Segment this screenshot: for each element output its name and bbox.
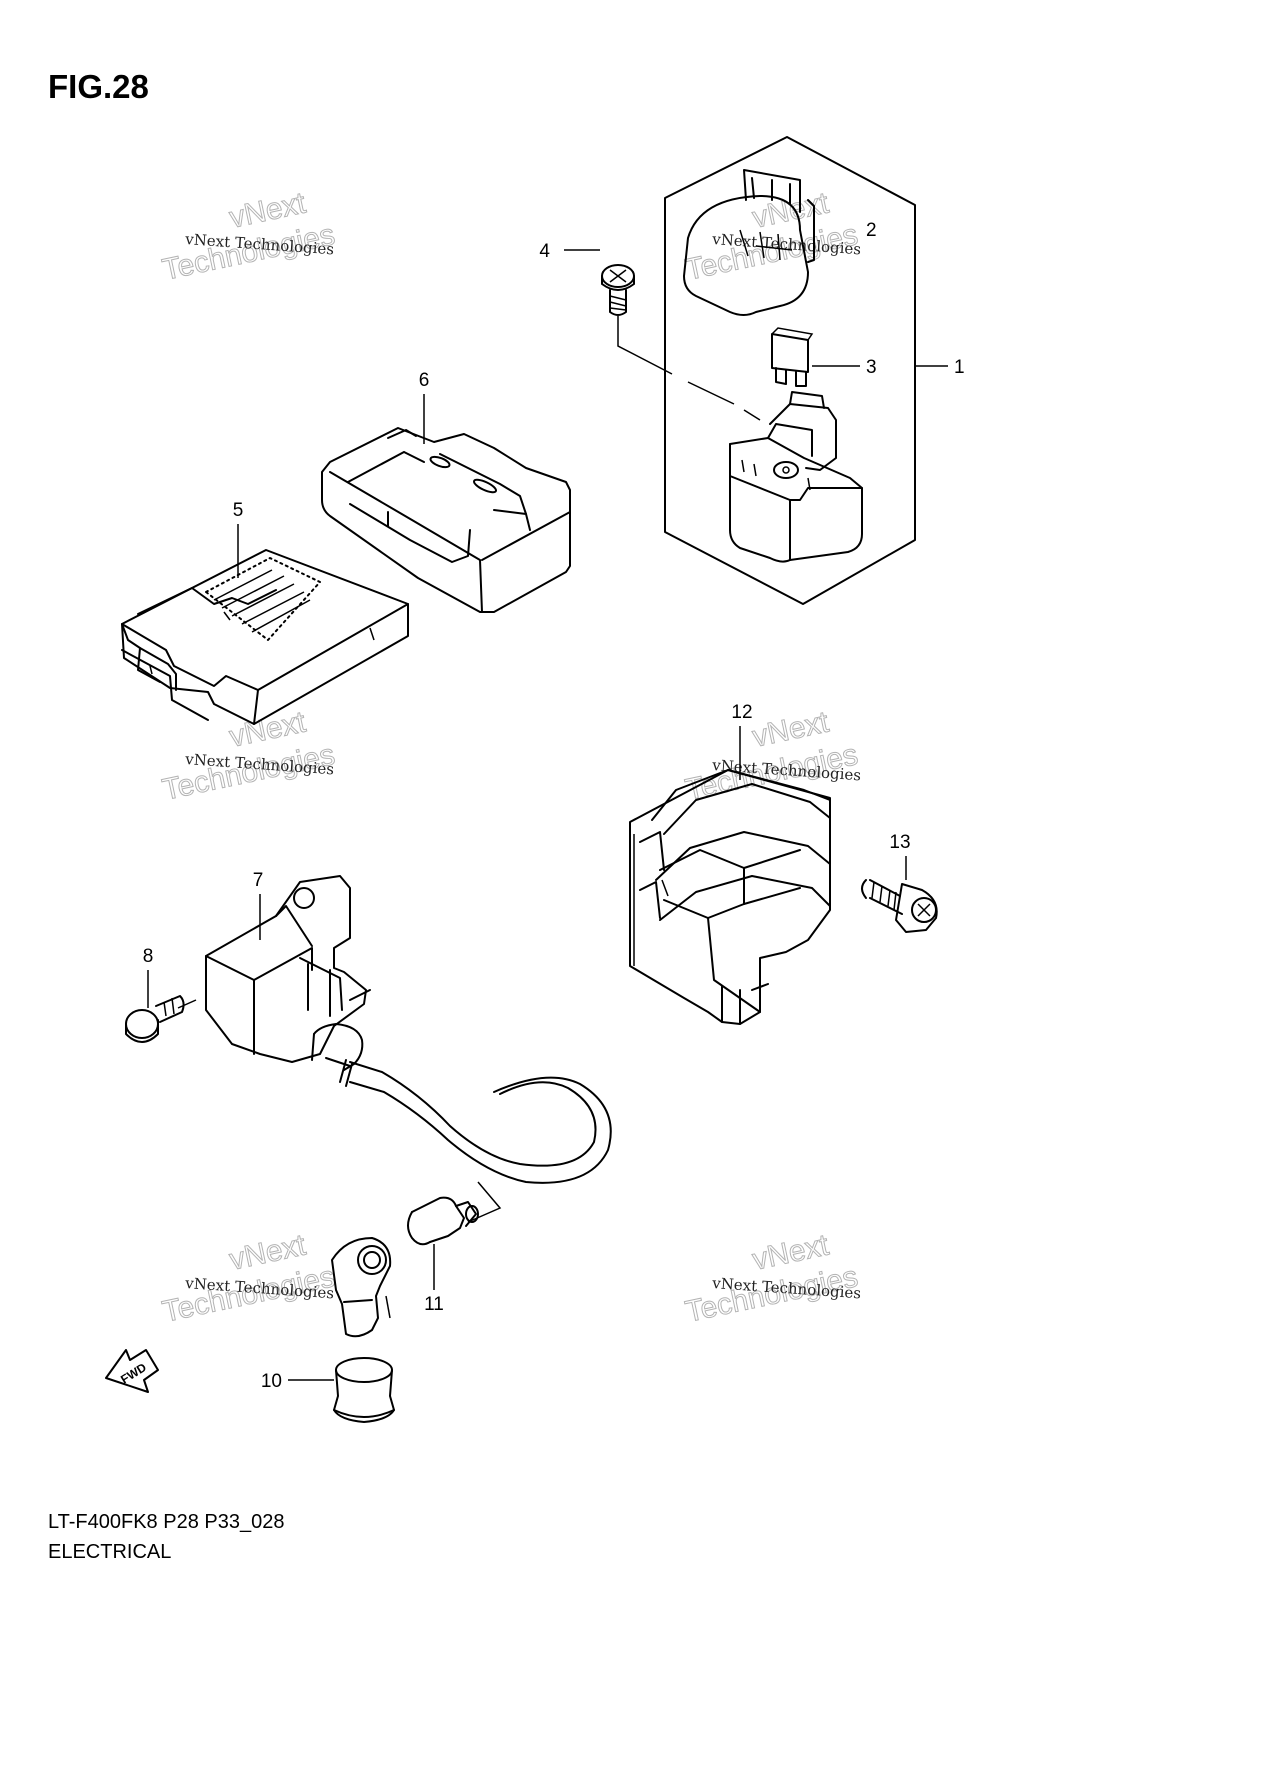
callout-4: 4 bbox=[539, 241, 550, 262]
screw-alignment-line bbox=[617, 316, 761, 421]
holder-part-6[interactable] bbox=[321, 427, 571, 613]
lead-to-cap-line bbox=[467, 1181, 502, 1223]
bolt-part-13[interactable] bbox=[861, 879, 938, 933]
plug-cap[interactable] bbox=[331, 1237, 392, 1338]
callout-10: 10 bbox=[261, 1371, 282, 1392]
ht-lead-outer bbox=[349, 1076, 612, 1184]
callout-8: 8 bbox=[143, 946, 154, 967]
ht-lead bbox=[349, 1061, 597, 1167]
relay-cover-part-2[interactable] bbox=[683, 169, 815, 316]
fuse-part-3[interactable] bbox=[771, 327, 814, 387]
watermark-5: vNext Technologies vNext Technologies bbox=[159, 1228, 338, 1329]
callout-1: 1 bbox=[954, 357, 965, 378]
regulator-part-12[interactable] bbox=[629, 769, 831, 1025]
callout-12: 12 bbox=[731, 702, 752, 723]
watermark-6: vNext Technologies vNext Technologies bbox=[682, 1228, 862, 1329]
watermark-2: vNext Technologies vNext Technologies bbox=[682, 186, 862, 287]
assembly-box-part-1 bbox=[664, 136, 916, 605]
callout-11: 11 bbox=[424, 1294, 444, 1315]
callout-2: 2 bbox=[866, 220, 877, 241]
section-name: ELECTRICAL bbox=[48, 1541, 171, 1563]
leader-lines bbox=[147, 245, 948, 1381]
starter-relay[interactable] bbox=[729, 391, 863, 563]
screw-part-4[interactable] bbox=[601, 264, 635, 316]
bolt-part-8[interactable] bbox=[125, 995, 197, 1043]
ignition-coil-part-7[interactable] bbox=[205, 875, 371, 1071]
ecu-part-5[interactable] bbox=[121, 549, 409, 725]
boot-part-10[interactable] bbox=[333, 1357, 395, 1423]
callout-13: 13 bbox=[889, 832, 910, 853]
terminal-part-11[interactable] bbox=[407, 1196, 479, 1246]
model-code: LT-F400FK8 P28 P33_028 bbox=[48, 1511, 284, 1533]
watermark-1: vNext Technologies vNext Technologies bbox=[159, 186, 338, 287]
fwd-arrow: FWD bbox=[105, 1349, 159, 1393]
callout-7: 7 bbox=[253, 870, 264, 891]
callout-6: 6 bbox=[419, 370, 430, 391]
figure-title: FIG.28 bbox=[48, 68, 149, 105]
watermark-4: vNext Technologies vNext Technologies bbox=[682, 705, 862, 807]
callout-3: 3 bbox=[866, 357, 877, 378]
callout-5: 5 bbox=[233, 500, 244, 521]
